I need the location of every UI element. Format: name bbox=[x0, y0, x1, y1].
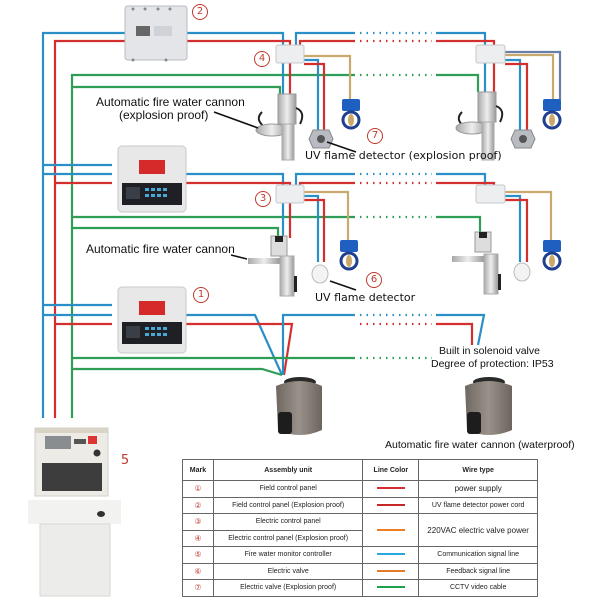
uv-detectors bbox=[311, 262, 531, 284]
wire-cctv-trunk bbox=[70, 73, 355, 418]
legend-unit: Fire water monitor controller bbox=[212, 546, 364, 564]
fire-water-monitor-controller bbox=[28, 427, 121, 597]
mark-4: 4 bbox=[254, 51, 270, 67]
explosion-proof-cannon-left bbox=[255, 93, 304, 161]
legend-row: ① Field control panel power supply bbox=[182, 480, 538, 498]
legend-row: ⑥ Electric valve Feedback signal line bbox=[182, 562, 538, 580]
wire-communication-trunk bbox=[41, 31, 285, 418]
mark-6: 6 bbox=[366, 272, 382, 288]
header-wire-type: Wire type bbox=[418, 459, 538, 481]
color-swatch bbox=[376, 503, 405, 506]
mark-7: 7 bbox=[367, 128, 383, 144]
legend-mark: ⑤ bbox=[182, 546, 214, 564]
wire-cctv-right bbox=[436, 73, 480, 92]
legend-mark: ① bbox=[182, 480, 214, 498]
wire-communication-top-right bbox=[436, 31, 487, 45]
field-control-panel bbox=[117, 286, 187, 354]
legend-header-row: Mark Assembly unit Line Color Wire type bbox=[182, 459, 538, 481]
legend-unit: Electric control panel bbox=[212, 513, 364, 531]
fire-water-cannon-right bbox=[452, 231, 501, 295]
legend-row: ⑦ Electric valve (Explosion proof) CCTV … bbox=[182, 579, 538, 597]
header-assembly-unit: Assembly unit bbox=[212, 459, 364, 481]
mark-5: 5 bbox=[118, 454, 132, 468]
legend-mark: ③ bbox=[182, 513, 214, 531]
legend-row: ⑤ Fire water monitor controller Communic… bbox=[182, 546, 538, 564]
legend-wire: CCTV video cable bbox=[418, 579, 538, 597]
label-uv-detector-explosion-proof: UV flame detector (explosion proof) bbox=[305, 149, 502, 162]
label-protection: Degree of protection: IP53 bbox=[431, 358, 554, 370]
label-cannon-explosion-proof-sub: (explosion proof) bbox=[119, 108, 209, 122]
label-cannon-explosion-proof: Automatic fire water cannon bbox=[96, 95, 245, 109]
legend-mark: ④ bbox=[182, 529, 214, 547]
label-solenoid: Built in solenoid valve bbox=[439, 345, 540, 357]
legend-mark: ⑦ bbox=[182, 579, 214, 597]
color-swatch bbox=[376, 487, 405, 490]
waterproof-cannon-right bbox=[465, 377, 512, 435]
mark-2: 2 bbox=[192, 4, 208, 20]
color-swatch bbox=[376, 569, 405, 572]
legend-color bbox=[362, 480, 420, 498]
explosion-proof-uv-detector-right bbox=[510, 129, 536, 149]
wire-communication-top bbox=[294, 31, 355, 45]
legend-table: Mark Assembly unit Line Color Wire type … bbox=[182, 459, 538, 597]
legend-row: ③ Electric control panel 220VAC electric… bbox=[182, 513, 538, 547]
wire-power-top-right bbox=[436, 39, 496, 45]
leader-lines bbox=[213, 111, 357, 291]
header-mark: Mark bbox=[182, 459, 214, 481]
mark-1: 1 bbox=[193, 287, 209, 303]
wires bbox=[41, 31, 562, 418]
legend-row: ④ Electric control panel (Explosion proo… bbox=[182, 529, 538, 547]
color-swatch bbox=[376, 586, 405, 589]
electric-valves bbox=[339, 99, 562, 271]
junction-boxes bbox=[275, 44, 506, 204]
legend-wire: Communication signal line bbox=[418, 546, 538, 564]
legend-unit: Electric valve (Explosion proof) bbox=[212, 579, 364, 597]
mark-3: 3 bbox=[255, 191, 271, 207]
label-uv-detector: UV flame detector bbox=[315, 291, 416, 304]
wire-power-top bbox=[298, 39, 355, 45]
color-swatch bbox=[376, 553, 405, 556]
legend-wire: UV flame detector power cord bbox=[418, 496, 538, 514]
legend-mark: ⑥ bbox=[182, 562, 214, 580]
label-cannon-waterproof: Automatic fire water cannon (waterproof) bbox=[385, 439, 575, 451]
legend-mark: ② bbox=[182, 496, 214, 514]
legend-wire: 220VAC electric valve power bbox=[418, 513, 538, 547]
legend-unit: Field control panel (Explosion proof) bbox=[212, 496, 364, 514]
header-line-color: Line Color bbox=[362, 459, 420, 481]
explosion-proof-uv-detector-left bbox=[308, 129, 334, 149]
electric-control-panel bbox=[117, 145, 187, 213]
legend-wire: power supply bbox=[418, 480, 538, 498]
explosion-proof-cannon-right bbox=[455, 91, 504, 161]
legend-color bbox=[362, 562, 420, 580]
legend-color bbox=[362, 513, 420, 547]
legend-wire: Feedback signal line bbox=[418, 562, 538, 580]
fire-water-cannon-left bbox=[248, 235, 297, 297]
waterproof-cannon-left bbox=[276, 377, 322, 435]
wire-cctv-branch1 bbox=[72, 85, 282, 94]
legend-unit: Electric valve bbox=[212, 562, 364, 580]
legend-unit: Electric control panel (Explosion proof) bbox=[212, 529, 364, 547]
legend-color bbox=[362, 579, 420, 597]
color-swatch bbox=[376, 528, 405, 531]
legend-color bbox=[362, 546, 420, 564]
label-cannon: Automatic fire water cannon bbox=[86, 242, 235, 256]
explosion-proof-field-panel bbox=[124, 5, 188, 62]
legend-color bbox=[362, 496, 420, 514]
legend-unit: Field control panel bbox=[212, 480, 364, 498]
legend-row: ② Field control panel (Explosion proof) … bbox=[182, 496, 538, 514]
